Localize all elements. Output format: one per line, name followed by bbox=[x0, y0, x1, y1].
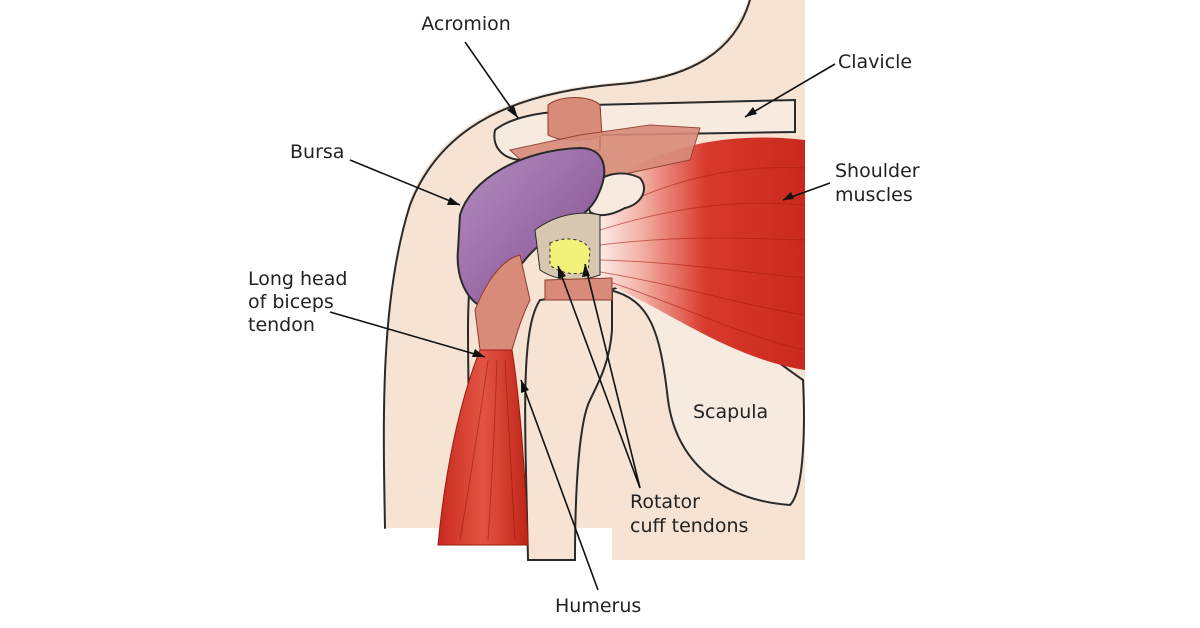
humerus-bone bbox=[524, 288, 613, 561]
subscapularis-band bbox=[544, 277, 613, 301]
label-long-head-biceps: Long head of biceps tendon bbox=[248, 268, 354, 336]
biceps-fibers bbox=[459, 359, 516, 541]
biceps-tendon bbox=[474, 254, 531, 351]
label-long-head-biceps-line3: tendon bbox=[248, 314, 315, 336]
label-scapula: Scapula bbox=[693, 401, 768, 423]
label-shoulder-muscles: Shoulder muscles bbox=[835, 160, 926, 206]
label-humerus: Humerus bbox=[555, 595, 641, 617]
label-rotator-cuff-line2: cuff tendons bbox=[630, 515, 748, 537]
label-acromion: Acromion bbox=[421, 13, 511, 35]
label-rotator-cuff-line1: Rotator bbox=[630, 491, 700, 513]
label-shoulder-muscles-line1: Shoulder bbox=[835, 160, 920, 182]
muscle-fibers bbox=[599, 167, 806, 351]
biceps-muscle bbox=[437, 349, 529, 546]
leader-lines bbox=[329, 41, 836, 591]
label-clavicle: Clavicle bbox=[838, 51, 912, 73]
label-bursa: Bursa bbox=[290, 141, 344, 163]
shoulder-outline bbox=[382, 0, 751, 529]
label-long-head-biceps-line2: of biceps bbox=[248, 291, 334, 313]
label-long-head-biceps-line1: Long head bbox=[248, 268, 347, 290]
label-rotator-cuff: Rotator cuff tendons bbox=[630, 491, 748, 537]
label-shoulder-muscles-line2: muscles bbox=[835, 184, 913, 206]
